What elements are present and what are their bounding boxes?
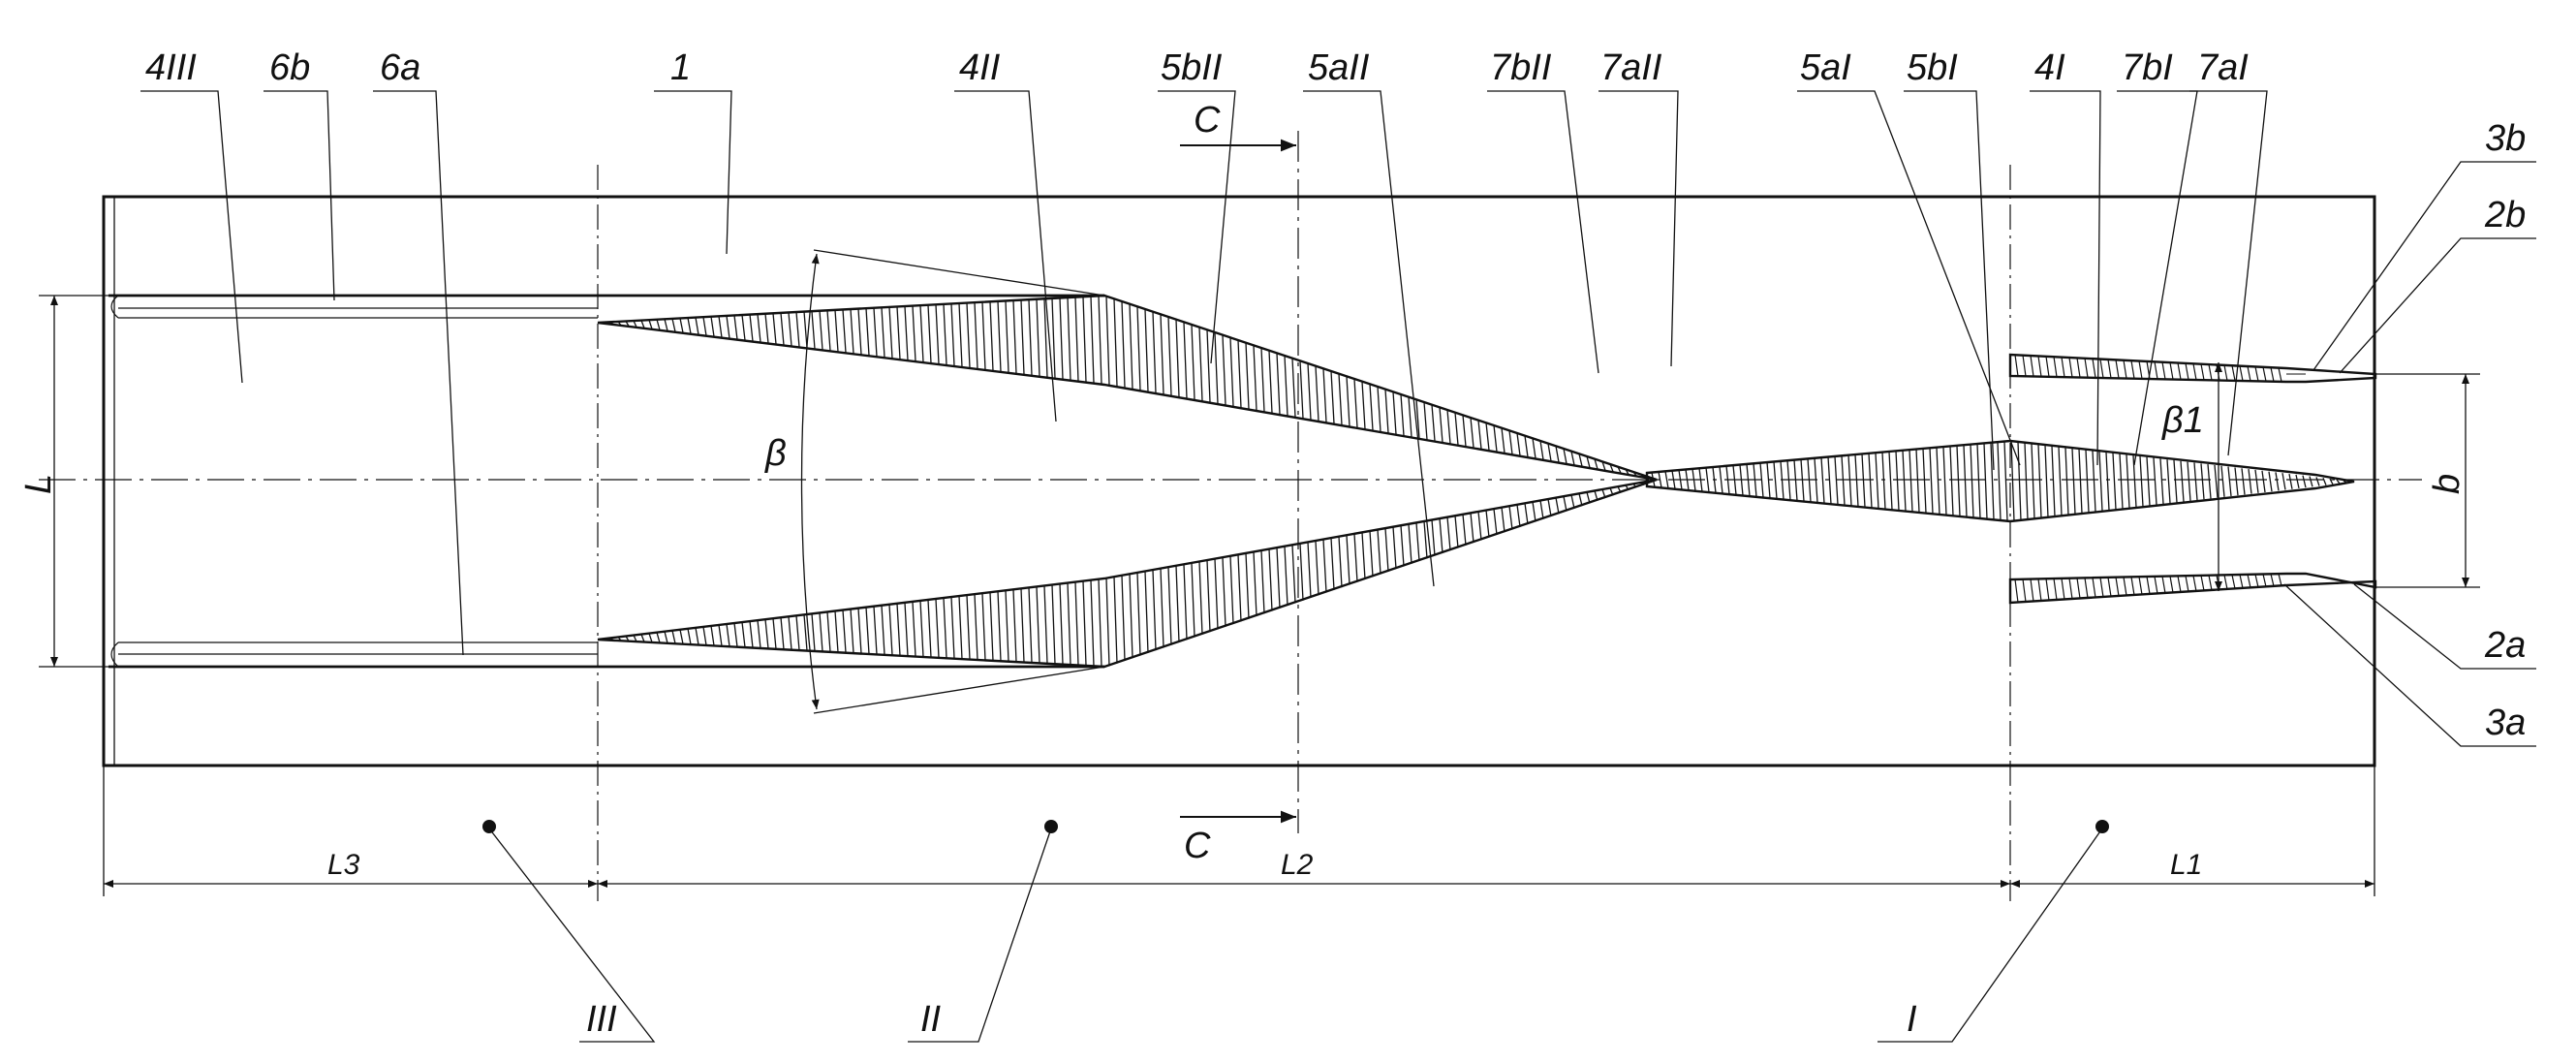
band-upper-II — [597, 294, 1658, 482]
label-6a: 6a — [380, 47, 420, 88]
label-2a: 2a — [2484, 625, 2526, 666]
label-2b: 2b — [2484, 195, 2526, 235]
dimension-label-beta: β — [764, 433, 787, 474]
zone-label-I: I — [1907, 999, 1917, 1040]
label-7bI: 7bI — [2122, 47, 2173, 88]
hatched-bands — [597, 294, 2355, 669]
label-5bI: 5bI — [1907, 47, 1958, 88]
label-4I: 4I — [2034, 47, 2065, 88]
zone-label-III: III — [586, 999, 617, 1040]
label-7aI: 7aI — [2197, 47, 2249, 88]
dimension-chain-bottom — [103, 766, 2375, 896]
label-5aI: 5aI — [1800, 47, 1851, 88]
section-label-bottom: C — [1184, 826, 1211, 866]
label-4II: 4II — [959, 47, 1001, 88]
band-lower-II — [597, 478, 1658, 669]
dimension-label-L1: L1 — [2170, 849, 2202, 881]
label-1: 1 — [670, 47, 691, 88]
outlet-tube-2a — [2008, 572, 2377, 605]
dimension-label-L2: L2 — [1281, 849, 1314, 881]
outlet-tube-2b — [2008, 353, 2377, 384]
label-4III: 4III — [145, 47, 197, 88]
dimension-label-b: b — [2427, 474, 2467, 494]
dimension-L — [39, 295, 109, 668]
band-center-I — [1645, 439, 2355, 523]
label-7aII: 7aII — [1600, 47, 1662, 88]
dimension-label-beta1: β1 — [2161, 400, 2204, 441]
leader-lines — [140, 90, 2536, 1043]
label-7bII: 7bII — [1490, 47, 1552, 88]
channel-6a — [109, 641, 1104, 669]
housing-outline — [102, 195, 2376, 767]
section-label-top: C — [1194, 100, 1221, 141]
dimension-label-L: L — [18, 474, 59, 494]
dimension-beta — [800, 249, 1105, 714]
dimension-label-L3: L3 — [327, 849, 360, 881]
label-5aII: 5aII — [1308, 47, 1370, 88]
label-6b: 6b — [269, 47, 310, 88]
label-3b: 3b — [2485, 118, 2526, 159]
label-3a: 3a — [2485, 703, 2526, 743]
zone-label-II: II — [920, 999, 942, 1040]
zone-marker-dots — [482, 820, 2109, 833]
channel-6b — [109, 294, 1104, 319]
dimension-b — [2375, 373, 2480, 588]
label-5bII: 5bII — [1161, 47, 1223, 88]
